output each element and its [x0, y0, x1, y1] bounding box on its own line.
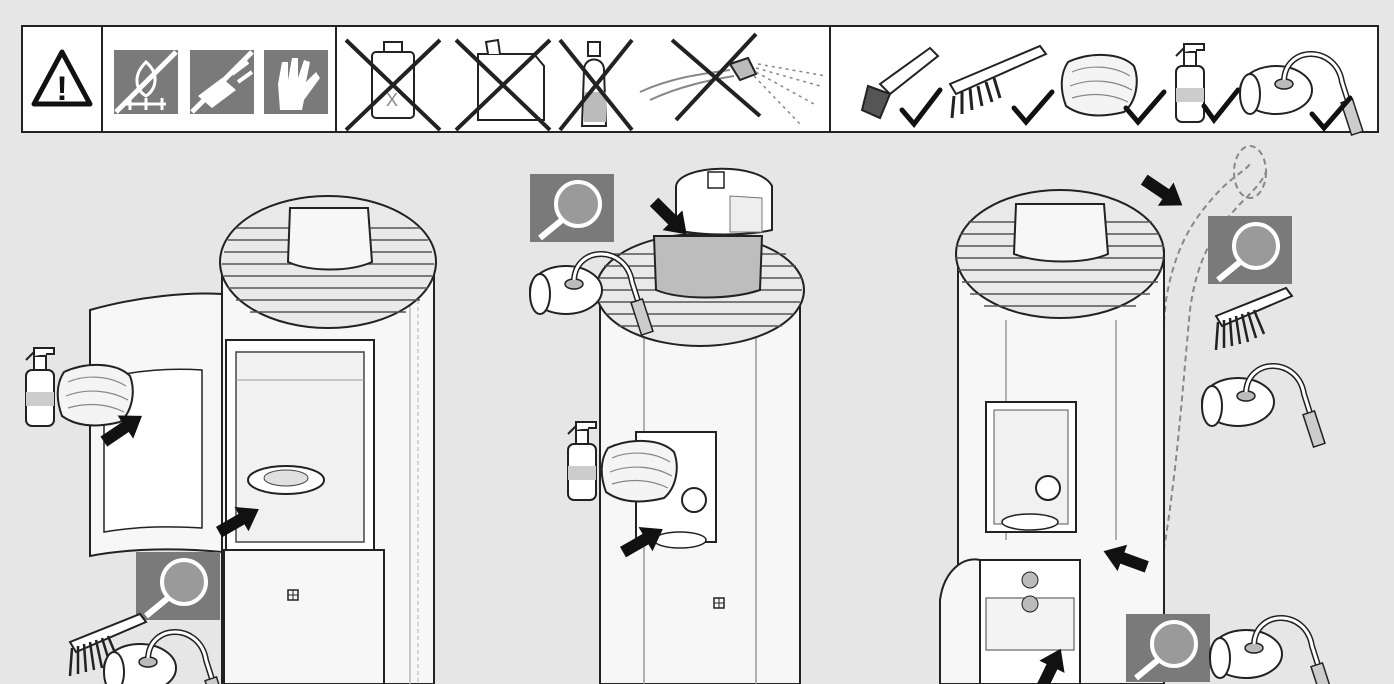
- svg-text:X: X: [386, 90, 398, 110]
- stove-hopper-open-illustration: [530, 169, 804, 684]
- no-hot-surface-icon: [114, 50, 178, 114]
- stove-flue-illustration: [940, 146, 1333, 684]
- stove-door-open-illustration: [26, 196, 436, 684]
- wear-gloves-icon: [264, 50, 328, 114]
- unplug-power-icon: [190, 50, 254, 114]
- svg-text:!: !: [56, 70, 67, 108]
